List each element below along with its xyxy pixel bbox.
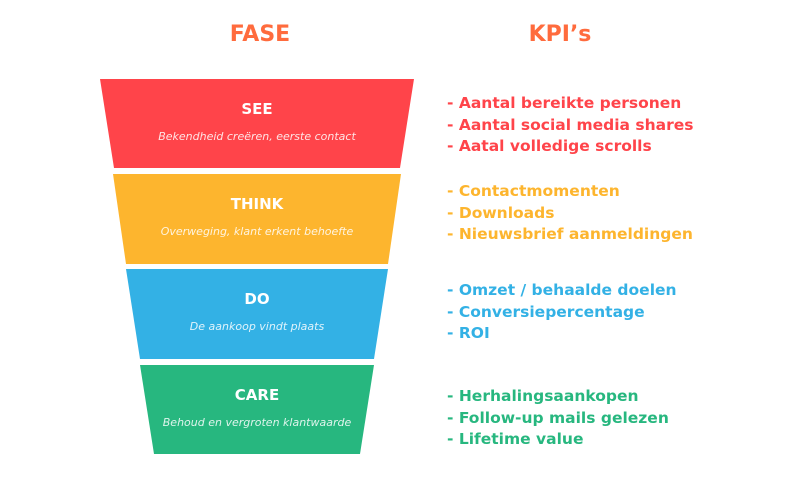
kpis-header: KPI’s (528, 22, 592, 47)
kpi-item: - Downloads (447, 203, 555, 222)
stage-do: DO De aankoop vindt plaats (100, 290, 414, 333)
stage-title: SEE (241, 100, 273, 118)
kpi-item: - Herhalingsaankopen (447, 387, 639, 405)
kpi-item: - Nieuwsbrief aanmeldingen (447, 225, 693, 243)
stage-subtitle: Behoud en vergroten klantwaarde (162, 416, 352, 429)
kpi-list-care: - Herhalingsaankopen - Follow-up mails g… (447, 386, 669, 451)
funnel-segment-see (100, 79, 414, 168)
stage-title: THINK (230, 195, 284, 213)
funnel-segment-do (126, 269, 388, 359)
stage-title: CARE (234, 386, 280, 404)
kpi-item: - Conversiepercentage (447, 302, 645, 321)
phase-header: FASE (229, 22, 291, 47)
stage-subtitle: Overweging, klant erkent behoefte (160, 225, 354, 238)
kpi-item: - Follow-up mails gelezen (447, 408, 669, 427)
kpi-item: - Aantal social media shares (447, 115, 694, 134)
stage-see: SEE Bekendheid creëren, eerste contact (100, 100, 414, 143)
funnel-segment-think (113, 174, 401, 264)
kpi-item: - Contactmomenten (447, 182, 620, 200)
kpi-item: - Omzet / behaalde doelen (447, 281, 677, 299)
kpi-item: - Aantal bereikte personen (447, 94, 682, 112)
stage-think: THINK Overweging, klant erkent behoefte (100, 195, 414, 238)
kpi-list-see: - Aantal bereikte personen - Aantal soci… (447, 93, 693, 158)
stage-subtitle: De aankoop vindt plaats (189, 320, 325, 333)
kpi-item: - Lifetime value (447, 430, 584, 448)
stage-care: CARE Behoud en vergroten klantwaarde (100, 386, 414, 429)
kpi-item: - ROI (447, 324, 490, 342)
kpi-item: - Aatal volledige scrolls (447, 137, 652, 155)
kpi-list-do: - Omzet / behaalde doelen - Conversieper… (447, 280, 677, 345)
kpi-list-think: - Contactmomenten - Downloads - Nieuwsbr… (447, 181, 693, 246)
stage-subtitle: Bekendheid creëren, eerste contact (158, 130, 356, 143)
stage-title: DO (244, 290, 270, 308)
funnel-segment-care (140, 365, 374, 454)
